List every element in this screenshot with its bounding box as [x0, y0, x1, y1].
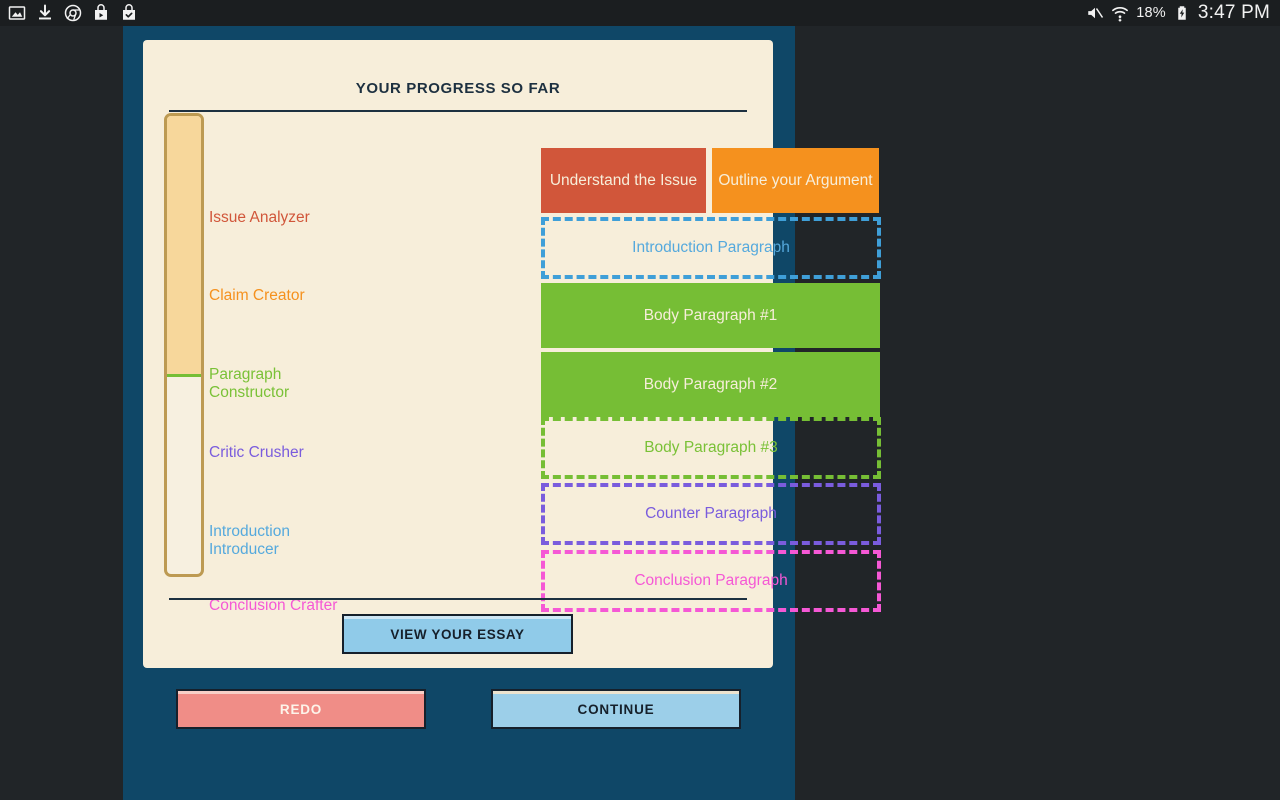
chrome-icon	[64, 4, 82, 22]
image-icon	[8, 4, 26, 22]
essay-block-pending[interactable]: Conclusion Paragraph	[541, 550, 881, 612]
play-store-icon	[92, 4, 110, 22]
android-status-bar: 18% 3:47 PM	[0, 0, 1280, 26]
wifi-icon	[1111, 4, 1129, 22]
essay-block-complete[interactable]: Body Paragraph #1	[541, 283, 880, 348]
divider-bottom	[169, 598, 747, 600]
divider-top	[169, 110, 747, 112]
battery-percent-label: 18%	[1136, 5, 1166, 21]
battery-charging-icon	[1173, 4, 1191, 22]
download-icon	[36, 4, 54, 22]
overall-progress-fill	[167, 116, 201, 378]
step-label: Issue Analyzer	[209, 209, 310, 226]
essay-block-pending[interactable]: Body Paragraph #3	[541, 417, 881, 479]
continue-button[interactable]: CONTINUE	[491, 689, 741, 729]
step-label: Claim Creator	[209, 287, 305, 304]
essay-block-complete[interactable]: Outline your Argument	[712, 148, 879, 213]
view-essay-button[interactable]: VIEW YOUR ESSAY	[342, 614, 573, 654]
essay-block-complete[interactable]: Understand the Issue	[541, 148, 706, 213]
status-bar-notification-icons	[0, 4, 138, 22]
step-label: Conclusion Crafter	[209, 597, 338, 614]
volume-mute-icon	[1086, 4, 1104, 22]
status-bar-system-icons: 18% 3:47 PM	[1086, 2, 1280, 24]
step-label: Critic Crusher	[209, 444, 304, 461]
essay-block-pending[interactable]: Introduction Paragraph	[541, 217, 881, 279]
essay-block-complete[interactable]: Body Paragraph #2	[541, 352, 880, 417]
essay-block-pending[interactable]: Counter Paragraph	[541, 483, 881, 545]
page-title: YOUR PROGRESS SO FAR	[355, 80, 561, 97]
redo-button[interactable]: REDO	[176, 689, 426, 729]
app-installed-icon	[120, 4, 138, 22]
overall-progress-track	[164, 113, 204, 577]
step-label: Introduction Introducer	[209, 523, 290, 558]
step-label: Paragraph Constructor	[209, 366, 290, 401]
clock-label: 3:47 PM	[1197, 2, 1270, 23]
